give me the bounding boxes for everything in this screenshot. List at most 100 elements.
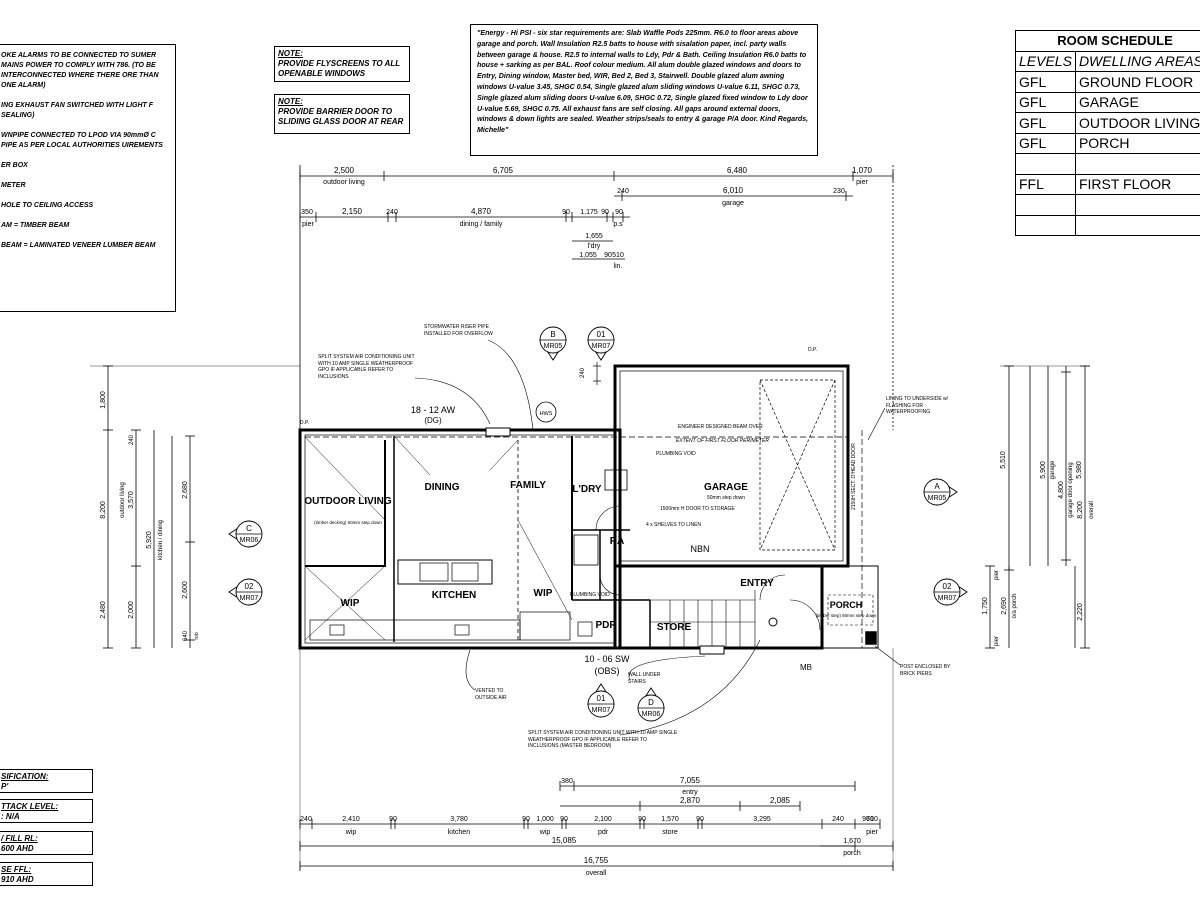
schedule-row — [1015, 153, 1200, 175]
window-label: 18 - 12 AW — [411, 405, 456, 415]
general-note: OKE ALARMS TO BE CONNECTED TO SUMER MAIN… — [1, 52, 159, 89]
dim-text: 240 — [580, 367, 586, 378]
dim-label: pdr — [598, 829, 609, 836]
schedule-level: GFL — [1015, 71, 1076, 93]
dim-text: 8,200 — [100, 501, 107, 519]
dim-text: 2,870 — [680, 796, 701, 805]
dim-text: 2,220 — [1077, 603, 1084, 621]
wall-under-stairs-note: WALL UNDER STAIRS — [628, 672, 661, 685]
marker-ref: MR06 — [642, 711, 661, 718]
note-title: NOTE: — [278, 97, 303, 106]
marker-id: A — [934, 482, 940, 491]
dim-text: 640 — [183, 630, 189, 641]
marker-ref: MR05 — [928, 495, 947, 502]
dim-text: 380 — [561, 778, 573, 785]
marker-id: B — [550, 330, 555, 339]
dim-text: 5,900 — [1040, 461, 1047, 479]
general-notes-panel: OKE ALARMS TO BE CONNECTED TO SUMER MAIN… — [0, 44, 176, 312]
dim-label: rob — [194, 632, 200, 639]
box-value: P' — [1, 782, 9, 791]
garage-top-dims — [593, 362, 601, 385]
callouts — [414, 339, 901, 736]
dim-text: 15,085 — [552, 836, 577, 845]
downpipe-label: D.P. — [808, 347, 817, 353]
callout-text: SPLIT SYSTEM AIR CONDITIONING UNIT WITH … — [318, 324, 951, 749]
dim-text: 90 — [638, 816, 646, 823]
box-title: / FILL RL: — [1, 834, 38, 843]
general-note: AM = TIMBER BEAM — [1, 222, 70, 229]
right-dim-text: 5,510 8,200 overall 5,900 garage 4,800 g… — [982, 451, 1095, 646]
dim-label: porch — [843, 850, 861, 857]
schedule-header-areas: DWELLING AREAS — [1074, 50, 1200, 72]
vented-note: VENTED TO OUTSIDE AIR — [475, 688, 507, 701]
room-ra: RA — [610, 536, 624, 547]
box-value: 600 AHD — [1, 844, 34, 853]
dim-text: 2,480 — [100, 601, 107, 619]
marker-ref: MR07 — [240, 595, 259, 602]
dim-label: pier — [866, 829, 878, 836]
dim-text: 710 — [866, 816, 878, 823]
dim-text: 1,655 — [585, 233, 603, 240]
left-dim-text: 1,800 8,200 3,570 outdoor living 5,920 k… — [100, 391, 200, 641]
lining-note: LINING TO UNDERSIDE w/ FLASHING FOR WATE… — [886, 396, 949, 415]
dim-text: 1,175 — [580, 209, 598, 216]
dim-text: 8,200 — [1077, 501, 1084, 519]
marker-ref: MR07 — [592, 343, 611, 350]
dim-text: 240 — [832, 816, 844, 823]
bottom-dimensions — [299, 648, 894, 871]
room-outdoor-living: OUTDOOR LIVING — [304, 496, 391, 507]
shelves-note: 4 x SHELVES TO LINEN — [646, 522, 701, 528]
dim-text: 6,705 — [493, 166, 514, 175]
dim-text: 2,150 — [342, 207, 363, 216]
dim-label: outdoor living — [120, 482, 126, 518]
general-note: WNPIPE CONNECTED TO LPOD VIA 90mmØ C PIP… — [1, 132, 163, 149]
schedule-row — [1015, 214, 1200, 236]
top-dimensions — [299, 165, 894, 430]
schedule-level — [1015, 214, 1076, 236]
dim-label: p.s — [613, 221, 623, 228]
post-note: POST ENCLOSED BY BRICK PIERS — [900, 664, 951, 677]
stormwater-note: STORMWATER RISER PIPE INSTALLED FOR OVER… — [424, 324, 493, 337]
general-note: METER — [1, 182, 26, 189]
dim-label: outdoor living — [323, 179, 365, 186]
general-note: HOLE TO CEILING ACCESS — [1, 202, 94, 209]
window-label-sub: (DG) — [424, 416, 442, 425]
barrier-door-note: NOTE: PROVIDE BARRIER DOOR TO SLIDING GL… — [274, 94, 410, 134]
marker-ref: MR07 — [938, 595, 957, 602]
schedule-level: GFL — [1015, 112, 1076, 134]
dim-text: 350 — [301, 209, 313, 216]
fill-rl-box: / FILL RL: 600 AHD — [0, 831, 93, 855]
dim-text: 960 — [862, 816, 874, 823]
dim-text: 90 — [615, 209, 623, 216]
marker-ref: MR07 — [592, 707, 611, 714]
dim-text: 1,055 — [579, 252, 597, 259]
note-text: PROVIDE BARRIER DOOR TO SLIDING GLASS DO… — [278, 107, 404, 126]
room-nbn: NBN — [690, 544, 709, 554]
dim-text: 5,920 — [146, 531, 153, 549]
storage-door-note: 1500mm H DOOR TO STORAGE — [660, 506, 735, 512]
dim-label: overall — [1089, 501, 1095, 519]
dim-text: 90 — [696, 816, 704, 823]
schedule-area: FIRST FLOOR — [1074, 173, 1200, 195]
marker-id: 01 — [597, 330, 606, 339]
dim-text: 90 — [562, 209, 570, 216]
plumbing-void: PLUMBING VOID — [656, 451, 696, 457]
dim-text: 240 — [386, 209, 398, 216]
room-garage: GARAGE — [704, 482, 748, 493]
dim-text: 510 — [612, 252, 624, 259]
dim-text: 1,670 — [843, 838, 861, 845]
dim-text: 2,600 — [182, 581, 189, 599]
schedule-area: GARAGE — [1074, 91, 1200, 113]
dim-text: 2,690 — [1001, 597, 1008, 615]
dim-label: kitchen — [448, 829, 470, 836]
dim-label: wip — [539, 829, 551, 836]
dim-text: 90 — [522, 816, 530, 823]
plan-annotations: 18 - 12 AW (DG) 10 - 06 SW (OBS) HWS PLU… — [300, 347, 857, 676]
marker-id: 02 — [245, 582, 254, 591]
dim-label: pier — [856, 179, 868, 186]
